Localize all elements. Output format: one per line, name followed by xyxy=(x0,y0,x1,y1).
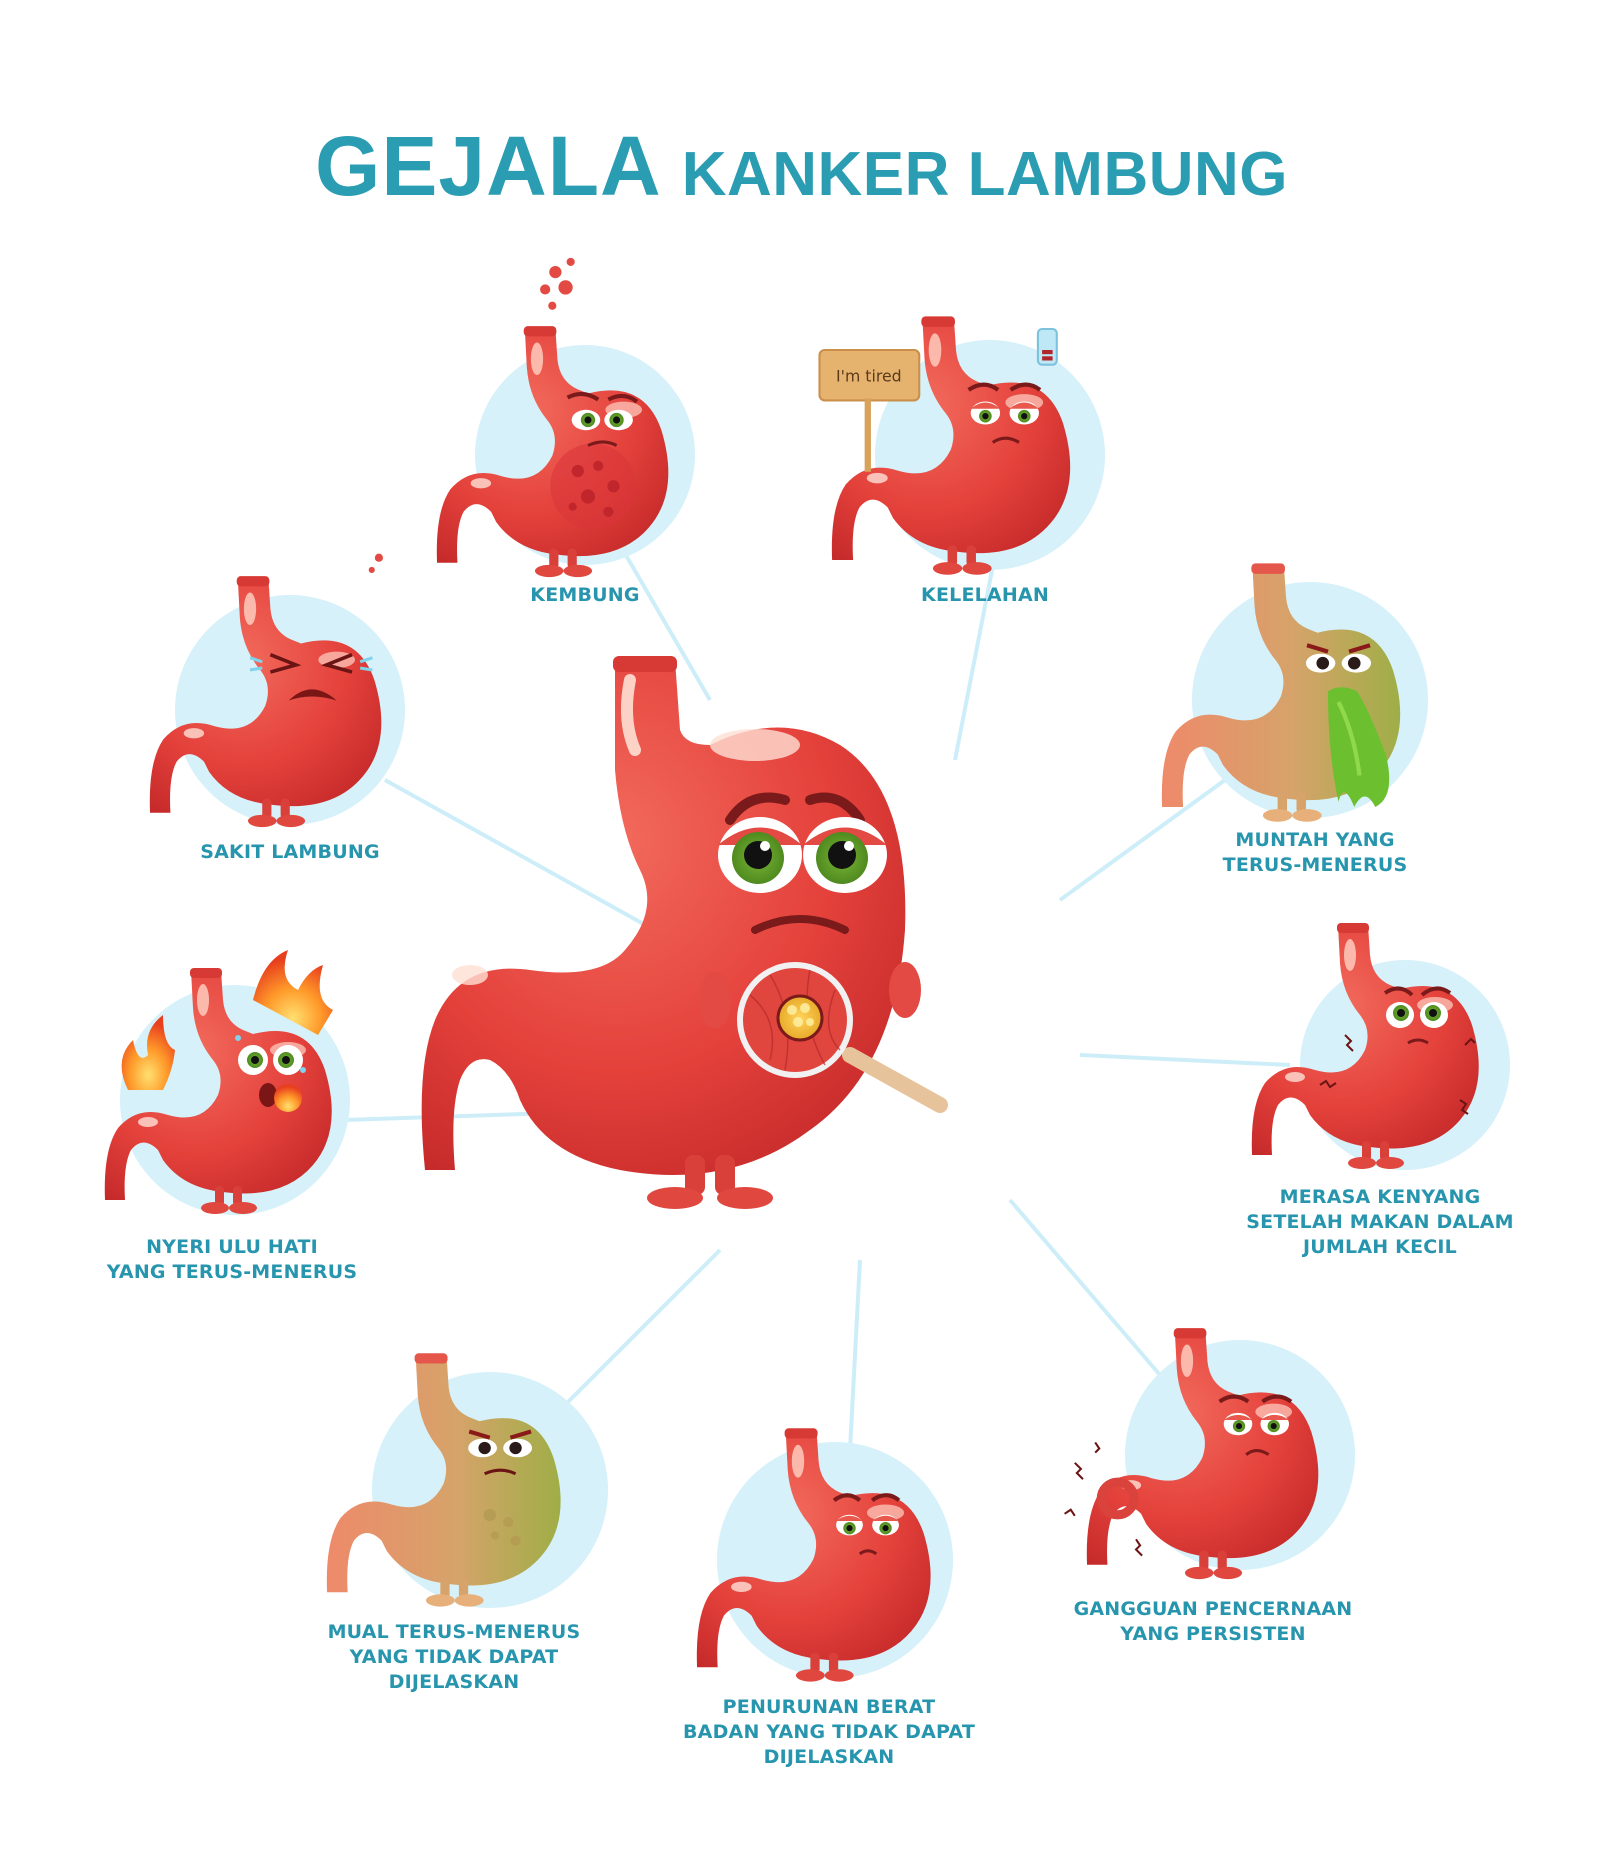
label-mual: MUAL TERUS-MENERUS YANG TIDAK DAPAT DIJE… xyxy=(327,1621,581,1693)
magnifying-glass-icon xyxy=(737,962,948,1113)
heartburn-stomach-icon xyxy=(104,950,333,1214)
label-muntah: MUNTAH YANG TERUS-MENERUS xyxy=(1222,829,1408,876)
weight-loss-stomach-icon xyxy=(696,1428,931,1682)
central-stomach-icon xyxy=(421,656,948,1209)
page-title: GEJALA KANKER LAMBUNG xyxy=(0,118,1603,215)
vomiting-stomach-icon xyxy=(1161,563,1401,822)
tired-sign-text: I'm tired xyxy=(836,367,902,386)
tired-stomach-icon: I'm tired xyxy=(818,316,1071,575)
label-gangguan-pencernaan: GANGGUAN PENCERNAAN YANG PERSISTEN xyxy=(1073,1598,1353,1645)
early-satiety-stomach-icon xyxy=(1251,923,1479,1169)
bloated-stomach-icon xyxy=(368,257,669,578)
label-nyeri-ulu-hati: NYERI ULU HATI YANG TERUS-MENERUS xyxy=(106,1236,358,1283)
label-kembung: KEMBUNG xyxy=(530,584,640,606)
title-secondary: KANKER LAMBUNG xyxy=(681,140,1288,209)
label-merasa-kenyang: MERASA KENYANG SETELAH MAKAN DALAM JUMLA… xyxy=(1246,1186,1514,1258)
indigestion-stomach-icon xyxy=(1064,1328,1319,1580)
title-primary: GEJALA xyxy=(314,119,662,213)
label-penurunan-berat: PENURUNAN BERAT BADAN YANG TIDAK DAPAT D… xyxy=(682,1696,976,1768)
label-sakit-lambung: SAKIT LAMBUNG xyxy=(200,841,380,863)
nausea-stomach-icon xyxy=(326,1353,561,1607)
label-kelelahan: KELELAHAN xyxy=(921,584,1049,606)
stomach-pain-icon xyxy=(149,576,382,828)
